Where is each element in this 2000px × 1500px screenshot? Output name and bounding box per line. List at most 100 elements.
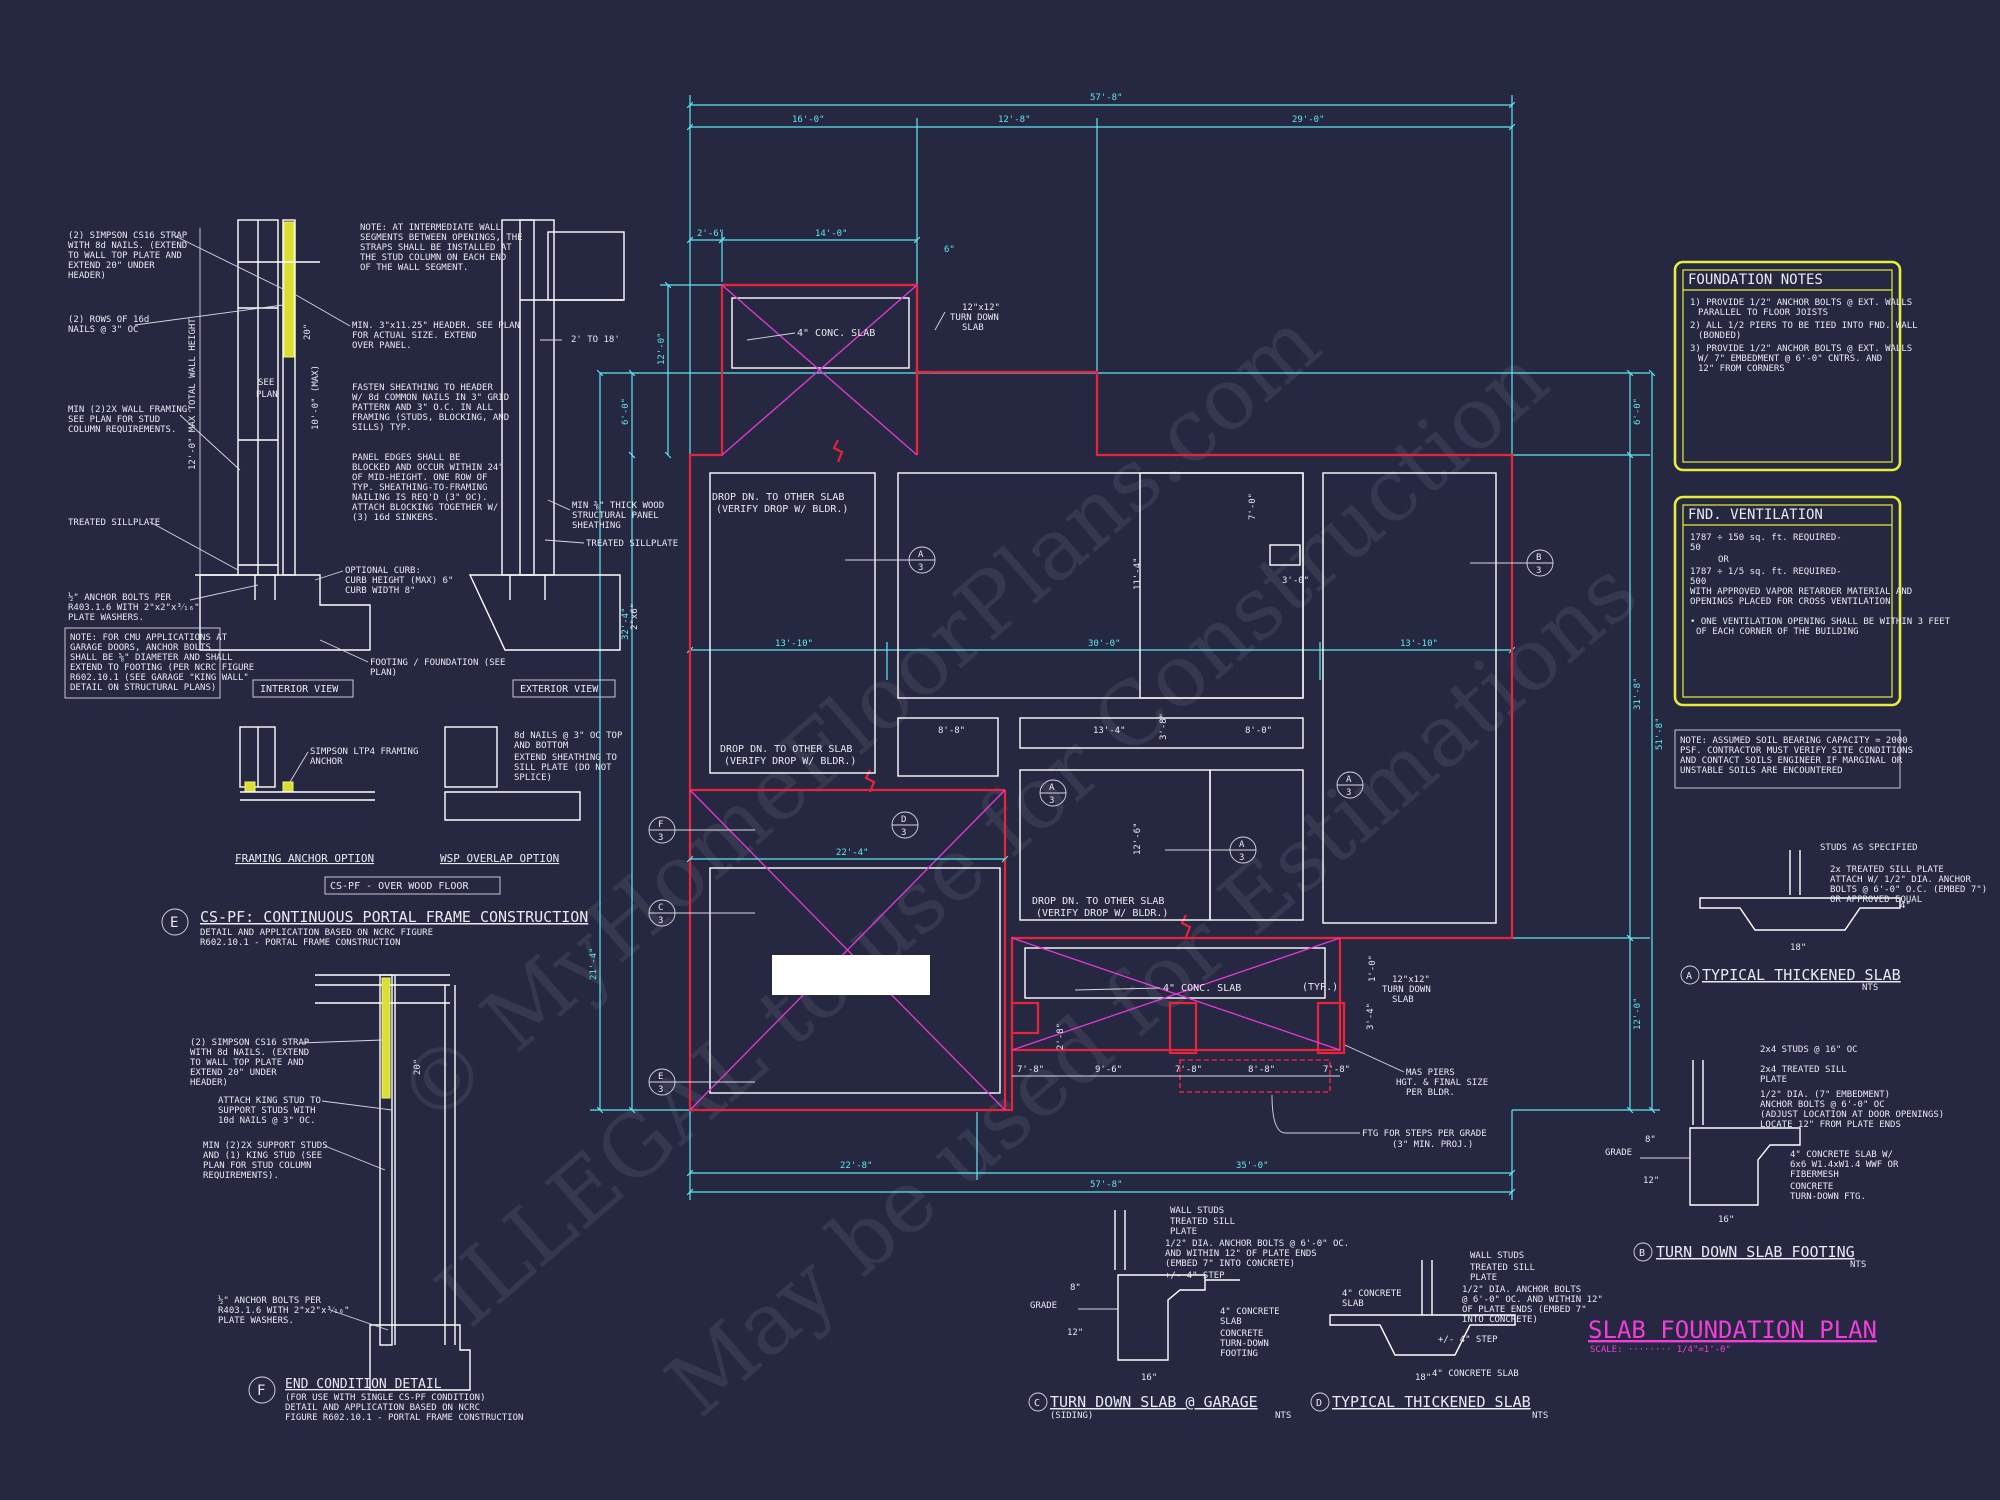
svg-text:PLAN: PLAN [256,390,278,400]
svg-text:2) ALL 1/2 PIERS TO BE TIED IN: 2) ALL 1/2 PIERS TO BE TIED INTO FND. WA… [1690,321,1918,331]
detail-e-title: E CS-PF: CONTINUOUS PORTAL FRAME CONSTRU… [161,908,588,948]
svg-text:REQUIREMENTS).: REQUIREMENTS). [203,1171,279,1181]
svg-text:W/ 7" EMBEDMENT @ 6'-0" CNTRS.: W/ 7" EMBEDMENT @ 6'-0" CNTRS. AND [1698,354,1882,364]
svg-text:LOCATE 12" FROM PLATE ENDS: LOCATE 12" FROM PLATE ENDS [1760,1120,1901,1130]
svg-text:NTS: NTS [1850,1260,1866,1270]
svg-text:WALL STUDS: WALL STUDS [1470,1251,1524,1261]
svg-text:R602.10.1 - PORTAL FRAME CONST: R602.10.1 - PORTAL FRAME CONSTRUCTION [200,938,400,948]
svg-text:4" CONCRETE: 4" CONCRETE [1342,1289,1402,1299]
svg-text:12" FROM CORNERS: 12" FROM CORNERS [1698,364,1785,374]
label-mas-2: HGT. & FINAL SIZE [1396,1078,1488,1088]
svg-text:4": 4" [1900,901,1911,911]
svg-text:NTS: NTS [1532,1411,1548,1421]
dim-porch-9: 9'-6" [1095,1065,1122,1075]
plan-labels: 4" CONC. SLAB 12"x12" TURN DOWN SLAB DRO… [648,303,1554,1150]
svg-text:MIN (2)2X SUPPORT STUDS: MIN (2)2X SUPPORT STUDS [203,1141,328,1151]
svg-text:NOTE: FOR CMU APPLICATIONS AT: NOTE: FOR CMU APPLICATIONS AT [70,633,228,643]
dim-room-7: 7'-0" [1248,493,1258,520]
svg-text:AND BOTTOM: AND BOTTOM [514,741,569,751]
dim-garage-left: 2'-6" [697,229,724,239]
detail-e-notes: (2) SIMPSON CS16 STRAP WITH 8d NAILS. (E… [64,223,616,699]
svg-text:+/- 4" STEP: +/- 4" STEP [1165,1271,1225,1281]
dim-garage-width: 14'-0" [815,229,848,239]
svg-text:PLATE: PLATE [1470,1273,1497,1283]
sheet-scale: SCALE: ········ 1/4"=1'-0" [1590,1345,1731,1355]
svg-text:1787 ÷ 150 sq. ft. REQUIRED-: 1787 ÷ 150 sq. ft. REQUIRED- [1690,533,1842,543]
svg-text:3: 3 [1536,566,1541,576]
framing-anchor-title: FRAMING ANCHOR OPTION [235,852,374,865]
label-drop-3a: DROP DN. TO OTHER SLAB [1032,896,1164,907]
section-tag-a-3: A3 [1336,771,1364,799]
svg-text:1/2" DIA. (7" EMBEDMENT): 1/2" DIA. (7" EMBEDMENT) [1760,1090,1890,1100]
svg-text:GRADE: GRADE [1605,1148,1632,1158]
svg-text:EXTEND SHEATHING TO: EXTEND SHEATHING TO [514,753,617,763]
svg-text:3: 3 [918,563,923,573]
svg-text:50: 50 [1690,543,1701,553]
svg-text:SPLICE): SPLICE) [514,773,552,783]
detail-c-title-text: TURN DOWN SLAB @ GARAGE [1050,1393,1258,1411]
svg-text:HEADER): HEADER) [190,1078,228,1088]
label-drop-2b: (VERIFY DROP W/ BLDR.) [724,756,856,767]
svg-text:CONCRETE: CONCRETE [1790,1182,1833,1192]
svg-text:OPTIONAL CURB:: OPTIONAL CURB: [345,566,421,576]
svg-text:DETAIL AND APPLICATION BASED O: DETAIL AND APPLICATION BASED ON NCRC FIG… [200,928,433,938]
svg-text:8": 8" [1645,1135,1656,1145]
dim-room-11: 11'-4" [1133,557,1143,590]
dim-room-8a: 8'-8" [938,726,965,736]
svg-text:1/2" DIA. ANCHOR BOLTS @ 6'-0": 1/2" DIA. ANCHOR BOLTS @ 6'-0" OC. [1165,1239,1349,1249]
svg-text:SEGMENTS BETWEEN OPENINGS, THE: SEGMENTS BETWEEN OPENINGS, THE [360,233,523,243]
svg-text:PLAN): PLAN) [370,668,397,678]
svg-text:ATTACH W/ 1/2" DIA. ANCHOR: ATTACH W/ 1/2" DIA. ANCHOR [1830,875,1971,885]
svg-text:16": 16" [1141,1373,1157,1383]
section-tag-b: B3 [1470,549,1554,577]
svg-text:A: A [1239,840,1245,850]
svg-text:FOOTING: FOOTING [1220,1349,1258,1359]
dim-top-overall: 57'-8" [1090,93,1123,103]
svg-text:3: 3 [1049,796,1054,806]
svg-text:NTS: NTS [1862,983,1878,993]
detail-a-thickened-slab: STUDS AS SPECIFIED 2x TREATED SILL PLATE… [1680,843,1987,993]
svg-text:500: 500 [1690,577,1706,587]
svg-text:TO WALL TOP PLATE AND: TO WALL TOP PLATE AND [68,251,182,261]
svg-text:3: 3 [1346,788,1351,798]
svg-text:FOOTING / FOUNDATION (SEE: FOOTING / FOUNDATION (SEE [370,658,505,668]
detail-d-title-text: TYPICAL THICKENED SLAB [1332,1393,1531,1411]
svg-text:(FOR USE WITH SINGLE CS-PF CON: (FOR USE WITH SINGLE CS-PF CONDITION) [285,1393,485,1403]
svg-text:1) PROVIDE 1/2" ANCHOR BOLTS @: 1) PROVIDE 1/2" ANCHOR BOLTS @ EXT. WALL… [1690,298,1912,308]
svg-text:8": 8" [1070,1283,1081,1293]
dim-bottom-left: 22'-8" [840,1161,873,1171]
svg-text:16": 16" [1718,1215,1734,1225]
svg-text:OR: OR [1718,555,1729,565]
svg-text:TURN-DOWN: TURN-DOWN [1220,1339,1269,1349]
dim-left-21: 21'-4" [589,947,599,980]
exterior-view-label: EXTERIOR VIEW [520,684,599,695]
fnd-ventilation-box: FND. VENTILATION 1787 ÷ 150 sq. ft. REQU… [1673,495,1951,707]
svg-text:WITH 8d NAILS. (EXTEND: WITH 8d NAILS. (EXTEND [68,241,187,251]
svg-text:C: C [658,903,663,913]
plan-dimensions: 57'-8" 16'-0" 12'-8" 29'-0" 2'-6" 14'-0"… [589,93,1665,1200]
detail-f-letter: F [257,1383,265,1399]
section-tag-a-1: A3 [845,546,936,574]
max-10-label: 10'-0" (MAX) [311,365,321,430]
slab-crosses [689,284,1341,1111]
svg-text:12": 12" [1643,1176,1659,1186]
svg-text:PLATE WASHERS.: PLATE WASHERS. [218,1316,294,1326]
dim-top-left: 16'-0" [792,115,825,125]
svg-text:FIBERMESH: FIBERMESH [1790,1170,1839,1180]
svg-text:WALL STUDS: WALL STUDS [1170,1206,1224,1216]
svg-text:2"x6": 2"x6" [630,603,640,630]
svg-text:SLAB: SLAB [1342,1299,1364,1309]
svg-text:ANCHOR BOLTS @ 6'-0" OC: ANCHOR BOLTS @ 6'-0" OC [1760,1100,1885,1110]
svg-text:3: 3 [1239,853,1244,863]
svg-text:10d NAILS @ 3" OC.: 10d NAILS @ 3" OC. [218,1116,316,1126]
section-tag-d: D3 [891,811,919,839]
svg-text:FOR ACTUAL SIZE. EXTEND: FOR ACTUAL SIZE. EXTEND [352,331,477,341]
svg-text:TREATED SILLPLATE: TREATED SILLPLATE [586,539,678,549]
detail-c-turn-down-garage: GRADE 8" 12" 16" WALL STUDS TREATED SILL… [1028,1206,1349,1421]
detail-e-interior-view: 12'-0" MAX TOTAL WALL HEIGHT 10'-0" (MAX… [188,219,371,651]
svg-text:DETAIL ON STRUCTURAL PLANS): DETAIL ON STRUCTURAL PLANS) [70,683,216,693]
detail-a-title-text: TYPICAL THICKENED SLAB [1702,966,1901,984]
svg-text:W/ 8d COMMON NAILS IN 3" GRID: W/ 8d COMMON NAILS IN 3" GRID [352,393,509,403]
watermark: © MyHomeFloorPlans.com ILLEGAL to use fo… [378,292,1656,1436]
svg-text:2x TREATED SILL PLATE: 2x TREATED SILL PLATE [1830,865,1944,875]
